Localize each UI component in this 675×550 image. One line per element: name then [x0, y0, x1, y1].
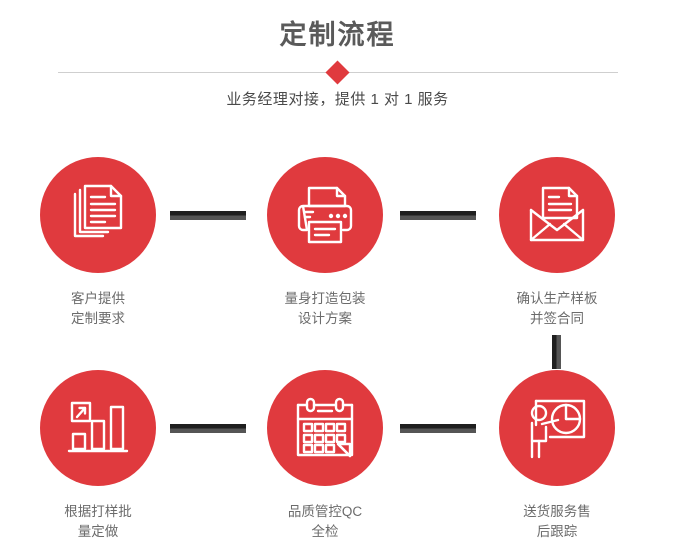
connector-step4-step5 — [170, 424, 246, 433]
step-3[interactable]: 确认生产样板 并签合同 — [477, 157, 637, 329]
connector-step2-step3 — [400, 211, 476, 220]
connector-step5-step6 — [400, 424, 476, 433]
step-6-label: 送货服务售 后跟踪 — [523, 504, 591, 539]
step-3-circle[interactable] — [499, 157, 615, 273]
step-1-circle[interactable] — [40, 157, 156, 273]
step-5-label: 品质管控QC 全检 — [287, 504, 363, 539]
step-2-circle[interactable] — [267, 157, 383, 273]
divider — [58, 60, 618, 85]
step-4-label: 根据打样批 量定做 — [64, 504, 132, 539]
step-5-circle[interactable] — [267, 370, 383, 486]
process-flow: 客户提供 定制要求 量身打造包装 设计方案 — [0, 130, 675, 550]
connector-step3-step4 — [552, 335, 561, 369]
connector-step1-step2 — [170, 211, 246, 220]
bar-chart-growth-icon — [67, 399, 129, 457]
step-1-label: 客户提供 定制要求 — [71, 291, 125, 326]
step-2[interactable]: 量身打造包装 设计方案 — [245, 157, 405, 329]
step-6[interactable]: 送货服务售 后跟踪 — [477, 370, 637, 542]
step-4[interactable]: 根据打样批 量定做 — [18, 370, 178, 542]
printer-icon — [293, 184, 357, 246]
page-title: 定制流程 — [279, 20, 396, 50]
step-5[interactable]: 品质管控QC 全检 — [245, 370, 405, 542]
page-subtitle: 业务经理对接，提供 1 对 1 服务 — [226, 91, 449, 108]
step-3-label: 确认生产样板 并签合同 — [516, 291, 598, 326]
step-2-label: 量身打造包装 设计方案 — [284, 291, 366, 326]
step-6-circle[interactable] — [499, 370, 615, 486]
presenter-pie-chart-icon — [524, 397, 590, 459]
envelope-document-icon — [525, 186, 589, 244]
step-4-circle[interactable] — [40, 370, 156, 486]
header-section: 定制流程 业务经理对接，提供 1 对 1 服务 — [0, 0, 675, 130]
step-1[interactable]: 客户提供 定制要求 — [18, 157, 178, 329]
documents-stack-icon — [67, 184, 129, 246]
calendar-check-icon — [293, 397, 357, 459]
diamond-icon — [325, 60, 350, 85]
